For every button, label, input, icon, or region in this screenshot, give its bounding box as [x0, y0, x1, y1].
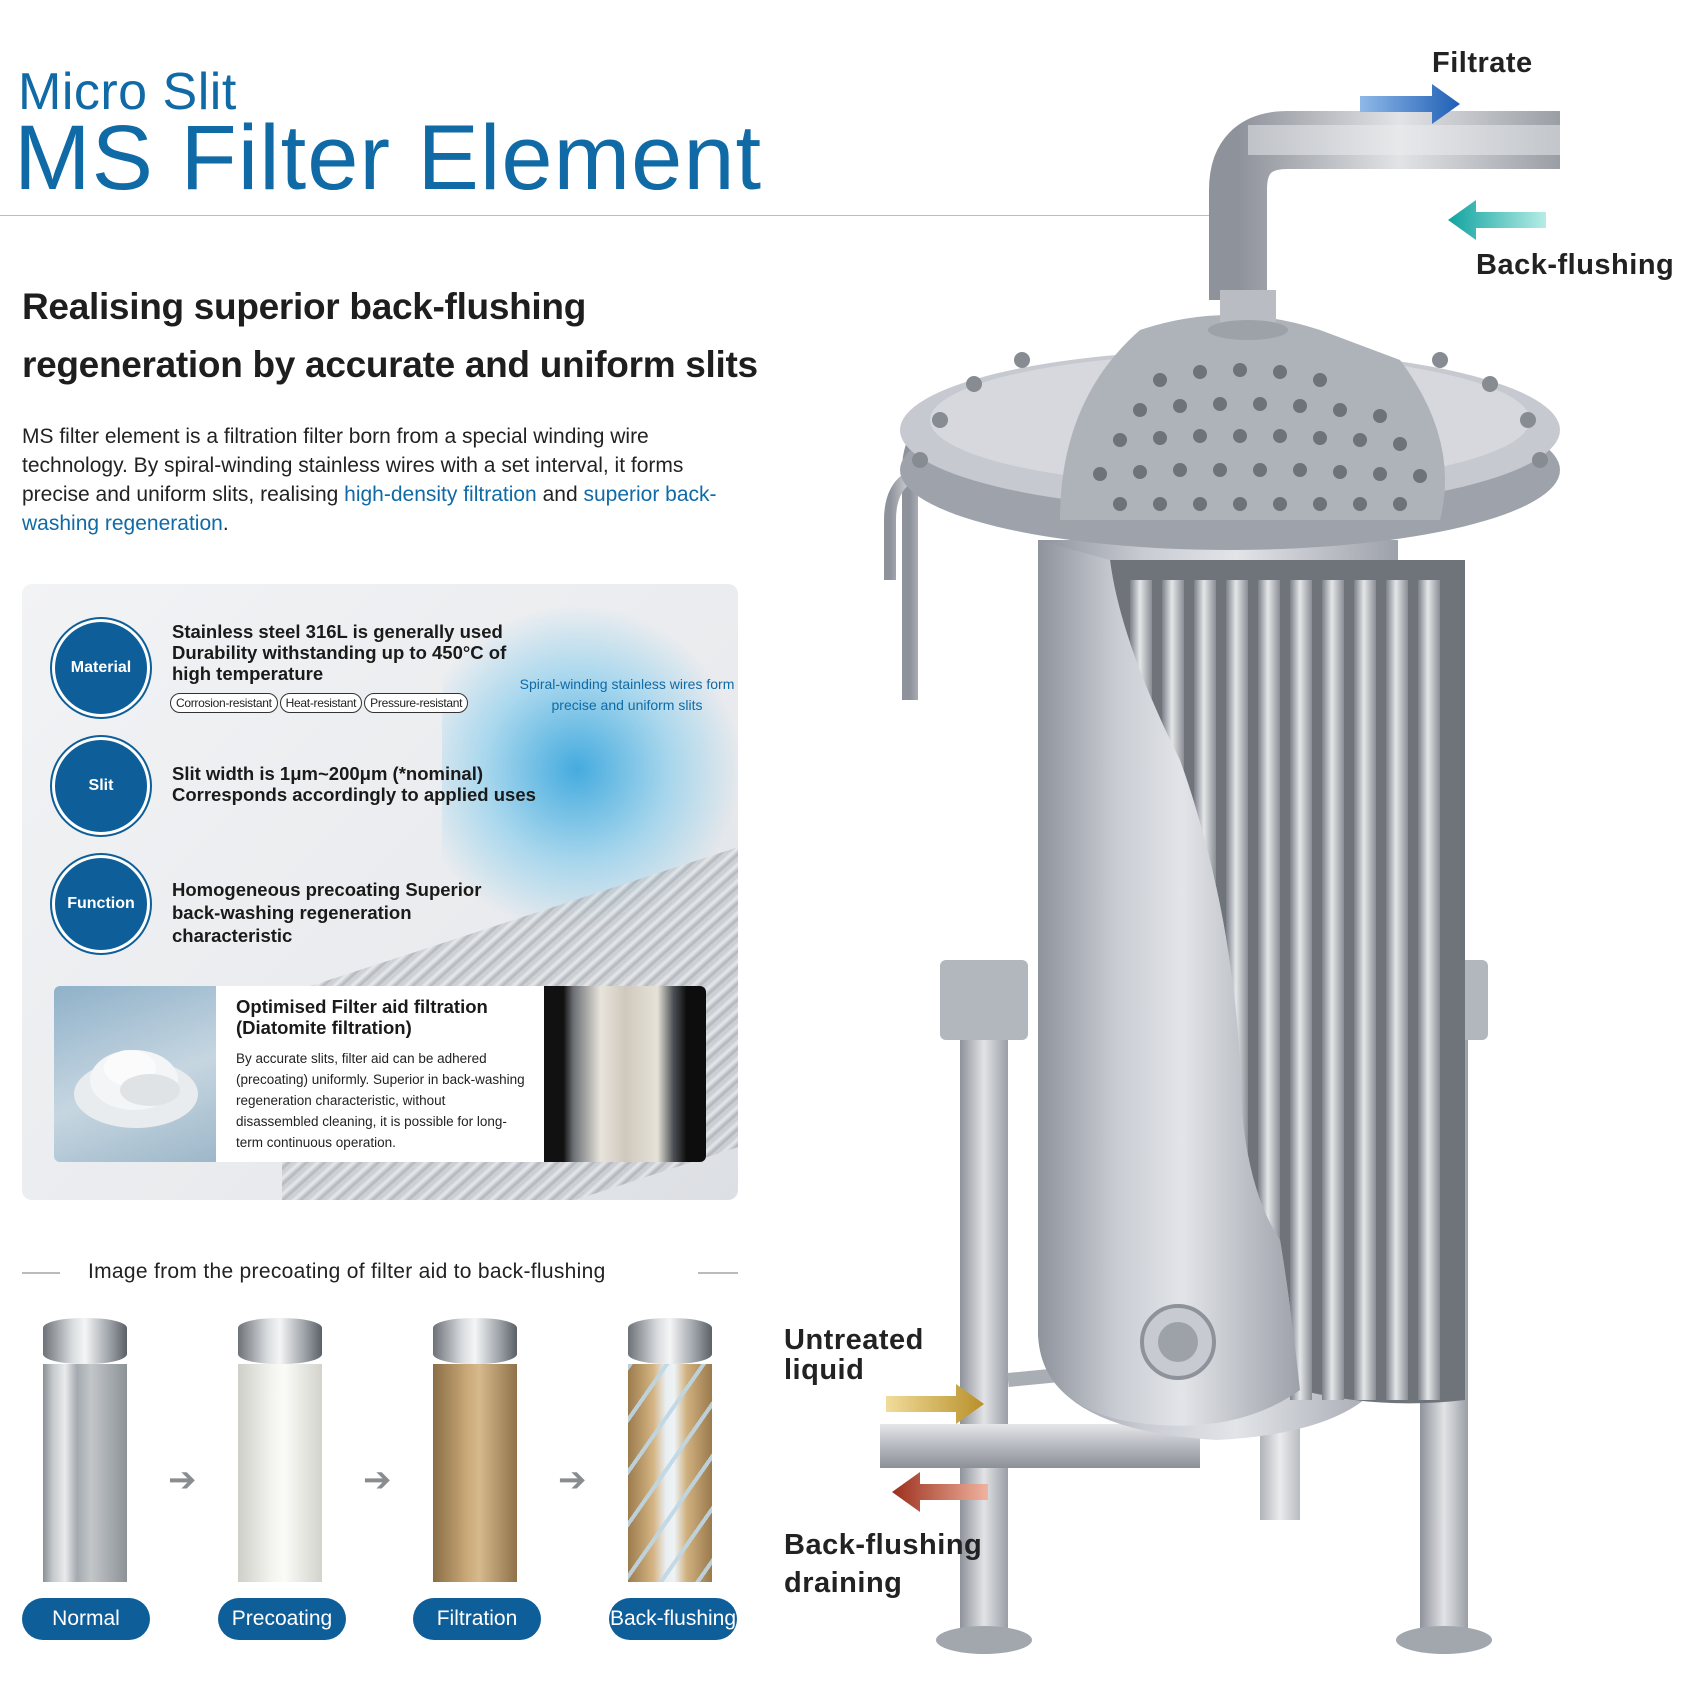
filter-aid-title: Optimised Filter aid filtration (Diatomi…: [236, 996, 488, 1038]
tube-cap: [628, 1318, 712, 1364]
tube-body-filtration: [433, 1364, 517, 1582]
backflushing-draining-label: Back-flushing draining: [784, 1529, 983, 1599]
badge-material: Material: [55, 622, 147, 714]
intro-highlight-regeneration: superior back-washing regeneration: [22, 483, 717, 535]
filter-housing-illustration: [880, 84, 1560, 1654]
page-title: MS Filter Element: [14, 107, 763, 209]
intro-paragraph: MS filter element is a filtration filter…: [22, 422, 742, 538]
feature-slit-text: Slit width is 1μm~200μm (*nominal) Corre…: [172, 763, 536, 805]
filtrate-label: Filtrate: [1432, 47, 1533, 79]
subtitle: Micro Slit: [18, 63, 237, 121]
precoat-closeup-image: [544, 986, 706, 1162]
tube-cap: [43, 1318, 127, 1364]
filter-aid-body: By accurate slits, filter aid can be adh…: [236, 1051, 525, 1150]
step-label-normal: Normal: [22, 1598, 150, 1640]
step-label-filtration: Filtration: [413, 1598, 541, 1640]
intro-highlight-filtration: high-density filtration: [344, 483, 537, 506]
tube-filtration-image: [433, 1318, 517, 1582]
steps-heading-rule-right: [698, 1272, 738, 1274]
step-arrow-icon: ➔: [168, 1461, 197, 1499]
spiral-note: Spiral-winding stainless wires form prec…: [519, 676, 735, 713]
tube-cap: [433, 1318, 517, 1364]
backflushing-label: Back-flushing: [1476, 249, 1675, 281]
headline: Realising superior back-flushing regener…: [22, 286, 758, 385]
step-label-backflushing: Back-flushing: [609, 1598, 737, 1640]
tag-corrosion-resistant: Corrosion-resistant: [170, 693, 278, 713]
powder-pile-illustration: [74, 1050, 198, 1128]
filter-aid-box: Optimised Filter aid filtration (Diatomi…: [54, 986, 706, 1162]
tag-heat-resistant: Heat-resistant: [279, 693, 363, 713]
tube-backflushing-image: [628, 1318, 712, 1582]
steps-heading-rule-left: [22, 1272, 60, 1274]
tube-body-normal: [43, 1364, 127, 1582]
draining-arrow-icon: [892, 1472, 988, 1512]
intro-text: and: [536, 483, 584, 506]
tube-precoating-image: [238, 1318, 322, 1582]
tube-cap: [238, 1318, 322, 1364]
intro-text: .: [222, 512, 229, 535]
tube-body-precoating: [238, 1364, 322, 1582]
badge-slit: Slit: [55, 740, 147, 832]
diatomite-powder-image: [54, 986, 216, 1162]
badge-function: Function: [55, 858, 147, 950]
step-arrow-icon: ➔: [363, 1461, 392, 1499]
feature-panel: Material Stainless steel 316L is general…: [22, 584, 738, 1200]
filtrate-arrow-icon: [1360, 84, 1460, 124]
feature-function-text: Homogeneous precoating Superior back-was…: [172, 879, 482, 946]
tube-body-backflushing: [628, 1364, 712, 1582]
feature-material-text: Stainless steel 316L is generally used D…: [172, 621, 507, 684]
header-divider: [0, 215, 1220, 216]
step-arrow-icon: ➔: [558, 1461, 587, 1499]
tag-pressure-resistant: Pressure-resistant: [364, 693, 469, 713]
step-label-precoating: Precoating: [218, 1598, 346, 1640]
backflushing-arrow-icon: [1448, 200, 1546, 240]
intro-text: MS filter element is a filtration filter…: [22, 425, 684, 506]
untreated-liquid-label: Untreated liquid: [784, 1324, 924, 1386]
steps-heading: Image from the precoating of filter aid …: [88, 1260, 606, 1283]
tube-normal-image: [43, 1318, 127, 1582]
untreated-arrow-icon: [886, 1384, 984, 1424]
